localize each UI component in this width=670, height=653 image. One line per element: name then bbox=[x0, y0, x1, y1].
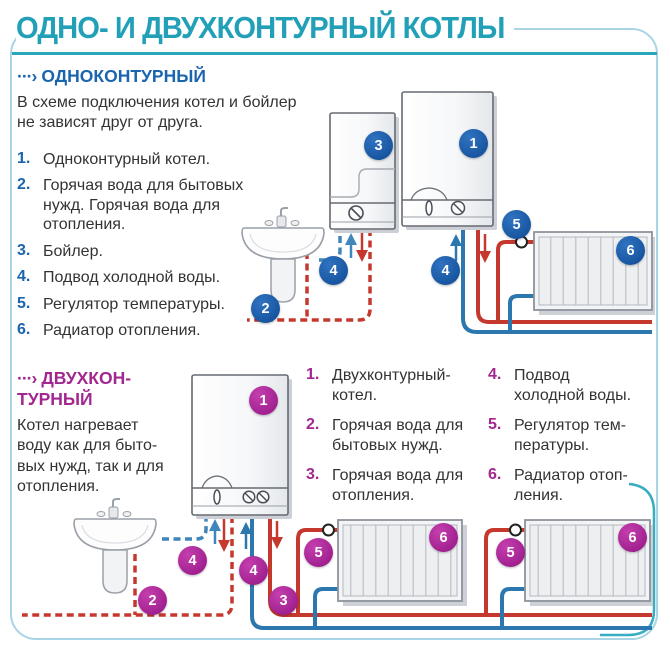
badge-hot-water: 2 bbox=[251, 294, 280, 323]
list-item-number: 4. bbox=[488, 366, 502, 383]
single-boiler-graphic bbox=[401, 91, 497, 230]
double-circuit-section: ···›ДВУХКОН-ТУРНЫЙ Котел нагревает воду … bbox=[17, 368, 169, 497]
dashed-arrow-icon: ···› bbox=[17, 66, 37, 86]
list-item-number: 6. bbox=[17, 321, 31, 339]
list-item-text: Регулятор температуры. bbox=[43, 295, 225, 313]
badge-cold-inlet-b: 4 bbox=[431, 256, 460, 285]
badge-radiator: 6 bbox=[616, 236, 645, 265]
badge-thermostat-a: 5 bbox=[304, 538, 333, 567]
list-item-number: 2. bbox=[17, 176, 31, 194]
badge-radiator-b: 6 bbox=[618, 523, 647, 552]
list-item-number: 5. bbox=[488, 416, 502, 434]
radiator-graphic bbox=[524, 519, 653, 606]
list-item-text: Горячая вода для бытовых нужд. bbox=[332, 417, 464, 454]
thermostat-valve-graphic bbox=[322, 523, 335, 537]
legend-list: 1. Двухконтурный-котел. 2. Горячая вода … bbox=[306, 366, 478, 505]
list-item: 5. Регулятор тем-пературы. bbox=[488, 416, 650, 455]
list-item-text: Горячая вода для отопления. bbox=[332, 467, 464, 504]
list-item: 6. Радиатор отопления. bbox=[17, 321, 307, 341]
list-item: 4. Подвод холодной воды. bbox=[488, 366, 650, 405]
list-item-number: 3. bbox=[17, 241, 31, 259]
list-item-number: 4. bbox=[17, 268, 31, 286]
list-item-text: Подвод холодной воды. bbox=[514, 367, 632, 404]
list-item: 3. Бойлер. bbox=[17, 242, 307, 262]
legend-list: 4. Подвод холодной воды. 5. Регулятор те… bbox=[488, 366, 650, 505]
list-item-text: Радиатор отоп-ления. bbox=[514, 467, 628, 504]
badge-thermostat-b: 5 bbox=[496, 538, 525, 567]
single-circuit-section: ···›ОДНОКОНТУРНЫЙ В схеме подключения ко… bbox=[17, 66, 317, 341]
bottom-dashed-pipes bbox=[22, 516, 234, 617]
list-item: 3. Горячая вода для отопления. bbox=[306, 466, 478, 505]
list-item-text: Бойлер. bbox=[43, 242, 103, 260]
top-solid-pipes bbox=[450, 226, 652, 334]
list-item: 1. Двухконтурный-котел. bbox=[306, 366, 478, 405]
badge-double-boiler: 1 bbox=[249, 386, 278, 415]
badge-heating-water: 3 bbox=[269, 586, 298, 615]
list-item: 6. Радиатор отоп-ления. bbox=[488, 466, 650, 505]
list-item-number: 3. bbox=[306, 466, 320, 484]
list-item-number: 6. bbox=[488, 466, 502, 484]
badge-radiator-a: 6 bbox=[429, 523, 458, 552]
badge-storage-tank: 3 bbox=[364, 131, 393, 160]
section-description: Котел нагревает воду как для быто-вых ну… bbox=[17, 417, 164, 495]
legend-list: 1. Одноконтурный котел. 2. Горячая вода … bbox=[17, 150, 307, 341]
section-header: ···›ОДНОКОНТУРНЫЙ bbox=[17, 66, 317, 87]
list-item: 2. Горячая вода для бытовых нужд. bbox=[306, 416, 478, 455]
list-item: 4. Подвод холодной воды. bbox=[17, 268, 307, 288]
list-item-number: 2. bbox=[306, 416, 320, 434]
storage-tank-graphic bbox=[329, 112, 399, 233]
badge-thermostat: 5 bbox=[502, 210, 531, 239]
title-underline bbox=[12, 52, 657, 55]
dashed-arrow-icon: ···› bbox=[17, 368, 37, 388]
list-item-text: Горячая вода для бытовых нужд. Горячая в… bbox=[43, 177, 244, 234]
list-item: 5. Регулятор температуры. bbox=[17, 295, 307, 315]
badge-cold-inlet-b: 4 bbox=[239, 556, 268, 585]
badge-single-boiler: 1 bbox=[459, 129, 488, 158]
list-item: 2. Горячая вода для бытовых нужд. Горяча… bbox=[17, 176, 307, 235]
list-item-text: Двухконтурный-котел. bbox=[332, 367, 451, 404]
section-header: ···›ДВУХКОН-ТУРНЫЙ bbox=[17, 368, 169, 410]
list-item-text: Регулятор тем-пературы. bbox=[514, 417, 627, 454]
list-item-text: Подвод холодной воды. bbox=[43, 269, 221, 287]
badge-hot-water: 2 bbox=[138, 586, 167, 615]
list-item-number: 1. bbox=[306, 366, 320, 383]
list-item: 1. Одноконтурный котел. bbox=[17, 150, 307, 170]
list-item-text: Одноконтурный котел. bbox=[43, 150, 211, 168]
wash-basin-graphic bbox=[73, 498, 157, 594]
list-item-text: Радиатор отопления. bbox=[43, 322, 201, 340]
page-title: ОДНО- И ДВУХКОНТУРНЫЙ КОТЛЫ bbox=[16, 10, 514, 46]
list-item-number: 5. bbox=[17, 294, 31, 312]
section-description: В схеме подключения котел и бойлер не за… bbox=[17, 94, 297, 132]
list-item-number: 1. bbox=[17, 149, 31, 167]
section-header-label: ОДНОКОНТУРНЫЙ bbox=[41, 66, 206, 86]
thermostat-valve-graphic bbox=[509, 523, 522, 537]
radiator-graphic bbox=[533, 231, 655, 315]
badge-cold-inlet-a: 4 bbox=[319, 256, 348, 285]
badge-cold-inlet-a: 4 bbox=[178, 546, 207, 575]
inner-border-accent bbox=[600, 482, 656, 637]
section-header-label: ДВУХКОН-ТУРНЫЙ bbox=[17, 368, 132, 409]
